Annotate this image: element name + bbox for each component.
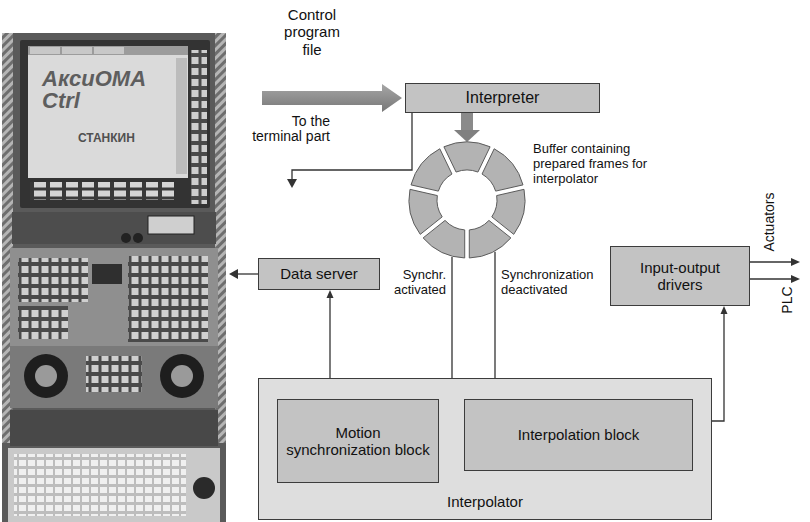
signal-name: PLC xyxy=(778,286,794,313)
buffer-slot xyxy=(409,189,442,234)
arrow-head xyxy=(327,290,334,298)
edge-label: Synchronization deactivated xyxy=(501,268,609,298)
process-box: Interpreter xyxy=(405,83,600,113)
process-box: Input-output drivers xyxy=(610,246,750,306)
buffer-slot xyxy=(444,142,490,172)
leader-label: To the terminal part xyxy=(250,114,330,143)
screen-logo: АксиОМА Ctrl xyxy=(42,68,160,112)
panel-link xyxy=(229,269,258,279)
node-text: Data server xyxy=(280,265,358,282)
node-text: Input-output drivers xyxy=(617,259,743,294)
arrow-head xyxy=(454,130,480,142)
node-text: Interpreter xyxy=(466,89,540,107)
connector-group xyxy=(454,113,480,142)
connector xyxy=(329,297,330,378)
control-panel-photo xyxy=(2,33,226,522)
process-box: Motion synchronization block xyxy=(277,399,439,483)
input-arrow xyxy=(262,84,402,112)
buffer-slot xyxy=(482,149,523,191)
buffer-slot xyxy=(469,220,511,258)
ring-buffer: Buffer containing prepared frames for in… xyxy=(405,140,655,260)
node-text: Motion synchronization block xyxy=(284,424,432,459)
input-label: Control program file xyxy=(277,6,347,58)
buffer-slot xyxy=(411,149,452,191)
process-box: Interpolation block xyxy=(464,399,693,471)
connector-group xyxy=(327,290,334,378)
block-arrow xyxy=(461,113,473,131)
node-text: Buffer containing prepared frames for in… xyxy=(533,142,651,187)
signal-name: Actuators xyxy=(760,192,776,251)
edge-label: Synchr. activated xyxy=(372,268,446,298)
process-box: Data server xyxy=(258,258,380,290)
connector-group xyxy=(492,252,499,399)
arrow-head xyxy=(721,306,728,314)
output-lines xyxy=(750,258,800,283)
group-box: Motion synchronization block Interpolatio… xyxy=(258,378,712,520)
screen-logo: СТАНКИН xyxy=(78,132,168,146)
node-text: Interpolation block xyxy=(518,426,640,443)
ring-buffer-shape xyxy=(405,140,529,260)
connector xyxy=(494,252,495,392)
node-text: Interpolator xyxy=(259,493,711,510)
